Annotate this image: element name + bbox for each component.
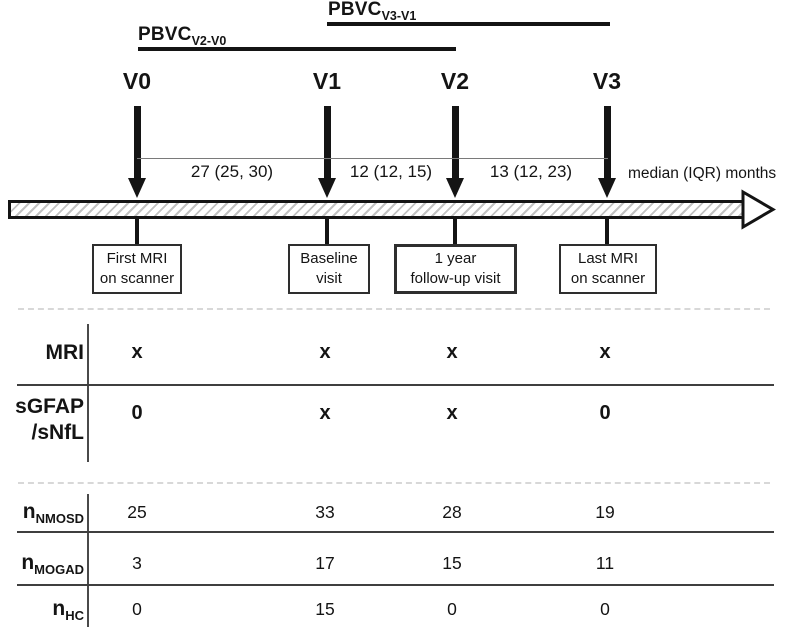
pbvc-v2-v0-subscript: V2-V0 — [191, 34, 227, 48]
serum-value-v0: 0 — [131, 402, 143, 424]
n-prefix-hc: n — [52, 597, 66, 620]
row-label-n-nmosd: nNMOSD — [0, 499, 84, 527]
interval-v2-v3: 13 (12, 23) — [489, 162, 573, 181]
hc-count-v3: 0 — [600, 599, 610, 619]
v2-box-connector — [453, 218, 457, 244]
event-box-last-mri-line2: on scanner — [570, 270, 646, 287]
interval-v0-v1: 27 (25, 30) — [190, 162, 274, 181]
assessments-table-vertical-line — [87, 324, 89, 462]
dashed-separator-top — [18, 308, 770, 310]
pbvc-v3-v1-text: PBVC — [328, 0, 382, 20]
serum-value-v1: x — [319, 402, 331, 424]
v2-arrow-stem — [451, 106, 459, 178]
v0-box-connector — [135, 218, 139, 244]
v3-arrow-stem — [603, 106, 611, 178]
visit-label-v2: V2 — [440, 68, 470, 94]
v1-arrowhead-icon — [318, 178, 336, 198]
v0-arrow-stem — [133, 106, 141, 178]
event-box-baseline-line1: Baseline — [300, 249, 358, 267]
hc-count-v0: 0 — [132, 599, 142, 619]
event-box-first-mri-line2: on scanner — [99, 270, 175, 287]
v1-arrow-stem — [323, 106, 331, 178]
v3-arrowhead-icon — [598, 178, 616, 198]
mogad-count-v1: 17 — [315, 553, 335, 573]
event-box-first-mri-line1: First MRI — [106, 249, 168, 267]
pbvc-v3-v1-label: PBVCV3-V1 — [328, 0, 417, 23]
v0-arrowhead-icon — [128, 178, 146, 198]
hc-count-v1: 15 — [315, 599, 335, 619]
mogad-count-v2: 15 — [442, 553, 462, 573]
serum-value-v2: x — [446, 402, 458, 424]
mri-value-v0: x — [131, 341, 143, 363]
n-prefix-nmosd: n — [22, 500, 36, 523]
pbvc-v2-v0-text: PBVC — [138, 24, 192, 45]
row-label-sgfap: sGFAP — [15, 395, 84, 418]
v2-arrowhead-icon — [446, 178, 464, 198]
nmosd-count-v2: 28 — [442, 502, 462, 522]
visit-label-v1: V1 — [312, 68, 342, 94]
n-subscript-mogad: MOGAD — [34, 562, 84, 577]
event-box-followup-line1: 1 year — [434, 249, 477, 267]
mogad-count-v0: 3 — [132, 553, 142, 573]
event-box-baseline: Baseline visit — [288, 244, 370, 294]
event-box-followup-line2: follow-up visit — [410, 270, 501, 287]
axis-unit-note: median (IQR) months — [628, 165, 777, 182]
n-subscript-nmosd: NMOSD — [35, 511, 84, 526]
n-prefix-mogad: n — [21, 551, 35, 574]
v1-box-connector — [325, 218, 329, 244]
timeline-band — [8, 200, 745, 219]
pbvc-v2-v0-label: PBVCV2-V0 — [138, 24, 227, 48]
serum-value-v3: 0 — [599, 402, 611, 424]
visit-label-v0: V0 — [122, 68, 152, 94]
timeline-arrowhead-icon — [741, 189, 776, 230]
row-label-n-hc: nHC — [0, 596, 84, 624]
event-box-followup: 1 year follow-up visit — [394, 244, 517, 294]
row-label-snfl: /sNfL — [31, 421, 85, 444]
mri-value-v2: x — [446, 341, 458, 363]
interval-v1-v2: 12 (12, 15) — [349, 162, 433, 181]
nmosd-count-v1: 33 — [315, 502, 335, 522]
n-subscript-hc: HC — [65, 608, 84, 623]
row-label-sgfap-snfl: sGFAP /sNfL — [0, 394, 84, 446]
mogad-count-v3: 11 — [595, 553, 615, 573]
dashed-separator-bottom — [18, 482, 770, 484]
event-box-baseline-line2: visit — [316, 270, 342, 287]
hc-count-v2: 0 — [447, 599, 457, 619]
counts-row-divider-2 — [17, 584, 774, 586]
row-label-mri: MRI — [45, 341, 85, 364]
visit-label-v3: V3 — [592, 68, 622, 94]
counts-row-divider-1 — [17, 531, 774, 533]
pbvc-v3-v1-bracket-line — [327, 22, 610, 26]
event-box-last-mri-line1: Last MRI — [577, 249, 638, 267]
assessments-row-divider — [17, 384, 774, 386]
nmosd-count-v3: 19 — [595, 502, 615, 522]
row-label-n-mogad: nMOGAD — [0, 550, 84, 578]
counts-table-vertical-line — [87, 494, 89, 627]
mri-value-v1: x — [319, 341, 331, 363]
event-box-last-mri: Last MRI on scanner — [559, 244, 657, 294]
pbvc-v3-v1-subscript: V3-V1 — [381, 9, 417, 23]
mri-value-v3: x — [599, 341, 611, 363]
interval-connector-line — [137, 158, 608, 159]
event-box-first-mri: First MRI on scanner — [92, 244, 182, 294]
pbvc-v2-v0-bracket-line — [138, 47, 456, 51]
nmosd-count-v0: 25 — [127, 502, 147, 522]
v3-box-connector — [605, 218, 609, 244]
